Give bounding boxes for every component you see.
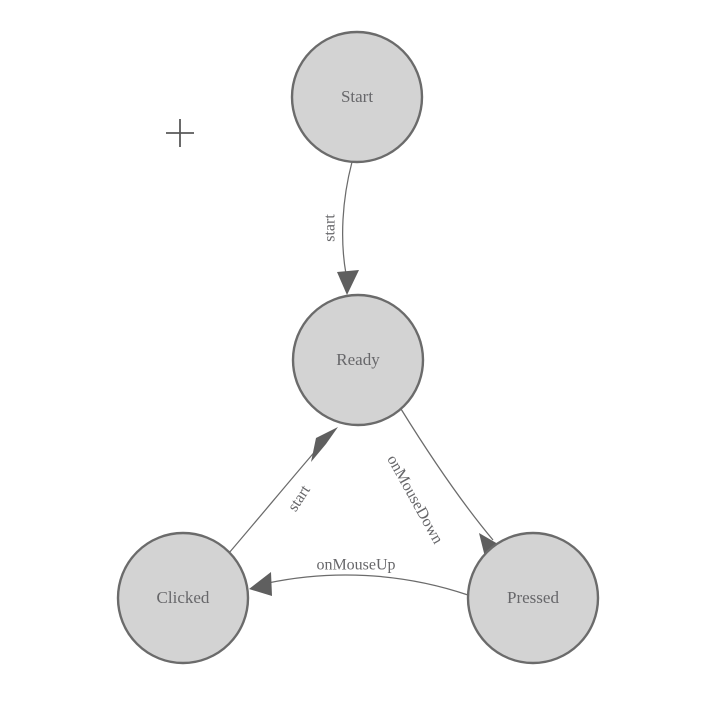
arrowhead-start-to-ready [337, 270, 359, 295]
arrowhead-ready-to-pressed [479, 533, 498, 561]
edge-label-clicked-to-ready: start [285, 482, 315, 515]
node-pressed-circle [466, 531, 600, 665]
node-ready[interactable]: Ready [291, 293, 425, 427]
node-clicked[interactable]: Clicked [116, 531, 250, 665]
edge-label-ready-to-pressed: onMouseDown [383, 452, 446, 547]
arrowhead-pressed-to-clicked [249, 572, 272, 596]
node-start-circle [290, 30, 424, 164]
node-clicked-label: Clicked [157, 588, 210, 607]
edge-line-pressed-to-clicked [267, 574, 469, 596]
node-pressed[interactable]: Pressed [466, 531, 600, 665]
edge-clicked-to-ready[interactable]: start [228, 427, 338, 554]
node-ready-label: Ready [336, 350, 380, 369]
edge-ready-to-pressed[interactable]: onMouseDown [383, 408, 498, 561]
node-start-label: Start [341, 87, 373, 106]
node-pressed-label: Pressed [507, 588, 559, 607]
node-start[interactable]: Start [290, 30, 424, 164]
arrowhead-clicked-to-ready [311, 427, 338, 462]
edge-line-start-to-ready [342, 161, 353, 275]
edge-label-start-to-ready: start [322, 214, 339, 242]
edge-pressed-to-clicked[interactable]: onMouseUp [249, 557, 469, 596]
node-clicked-circle [116, 531, 250, 665]
edge-line-clicked-to-ready [228, 447, 319, 554]
edge-label-pressed-to-clicked: onMouseUp [316, 557, 395, 574]
edge-start-to-ready[interactable]: start [322, 161, 359, 295]
crosshair-plus-icon [166, 119, 194, 147]
edge-line-ready-to-pressed [400, 408, 494, 541]
node-ready-circle [291, 293, 425, 427]
